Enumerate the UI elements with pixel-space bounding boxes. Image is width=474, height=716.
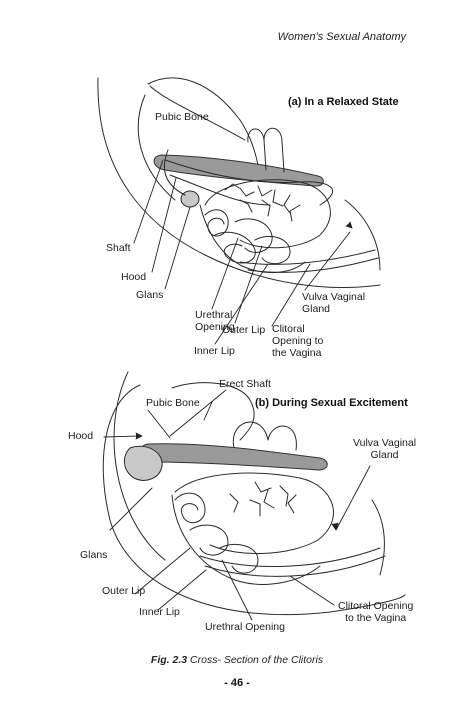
figure-relaxed-state (97, 77, 381, 288)
label-urethral-opening-a: Urethral Opening (195, 309, 235, 333)
page-number: - 46 - (224, 677, 250, 689)
figure-caption-text: Cross- Section of the Clitoris (187, 654, 324, 666)
label-glans-b: Glans (80, 549, 108, 561)
leader-lines-relaxed (133, 159, 353, 345)
label-vulva-vaginal-gland-b: Vulva Vaginal Gland (353, 437, 417, 461)
panel-b-title: (b) During Sexual Excitement (255, 397, 408, 409)
label-pubic-bone-a: Pubic Bone (155, 111, 209, 123)
figure-excitement-state (102, 371, 406, 616)
figure-caption: Fig. 2.3 Cross- Section of the Clitoris (0, 654, 474, 666)
running-head: Women’s Sexual Anatomy (277, 31, 406, 43)
label-erect-shaft: Erect Shaft (219, 378, 271, 390)
leader-lines-excitement (103, 389, 371, 621)
label-clitoral-opening-b: Clitoral Opening to the Vagina (338, 600, 414, 624)
label-shaft: Shaft (106, 242, 131, 254)
panel-a-title: (a) In a Relaxed State (288, 96, 399, 108)
label-glans-a: Glans (136, 289, 164, 301)
label-inner-lip-b: Inner Lip (139, 606, 180, 618)
label-vulva-vaginal-gland-a: Vulva Vaginal Gland (302, 291, 366, 315)
label-inner-lip-a: Inner Lip (194, 345, 235, 357)
label-clitoral-opening-a: Clitoral Opening to the Vagina (272, 323, 324, 359)
label-hood-b: Hood (68, 430, 94, 442)
figure-number: Fig. 2.3 (150, 654, 188, 666)
label-urethral-opening-b: Urethral Opening (205, 621, 285, 633)
label-hood-a: Hood (121, 271, 147, 283)
label-outer-lip-b: Outer Lip (102, 585, 146, 597)
label-outer-lip-a: Outer Lip (222, 324, 266, 336)
label-pubic-bone-b: Pubic Bone (146, 397, 200, 409)
